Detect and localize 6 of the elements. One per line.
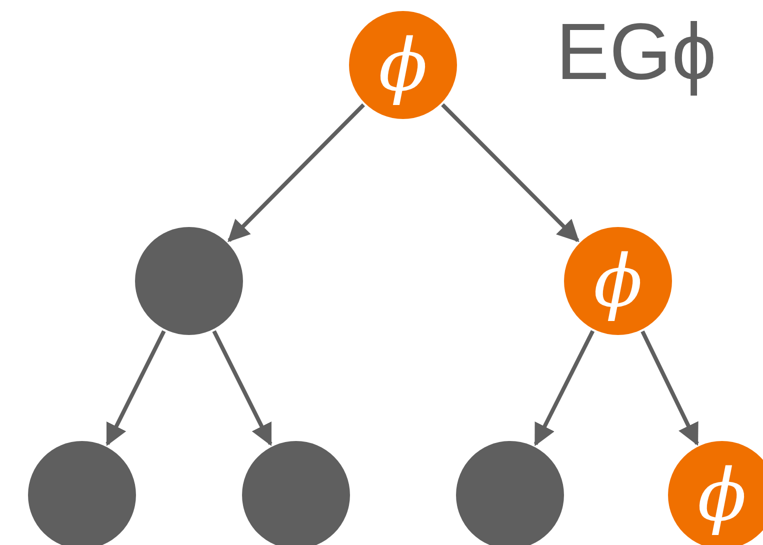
arrow: [534, 330, 595, 446]
arrow: [212, 330, 272, 446]
arrow: [441, 103, 580, 242]
arrow: [640, 330, 699, 446]
arrow: [106, 330, 166, 446]
arrow: [228, 103, 365, 242]
